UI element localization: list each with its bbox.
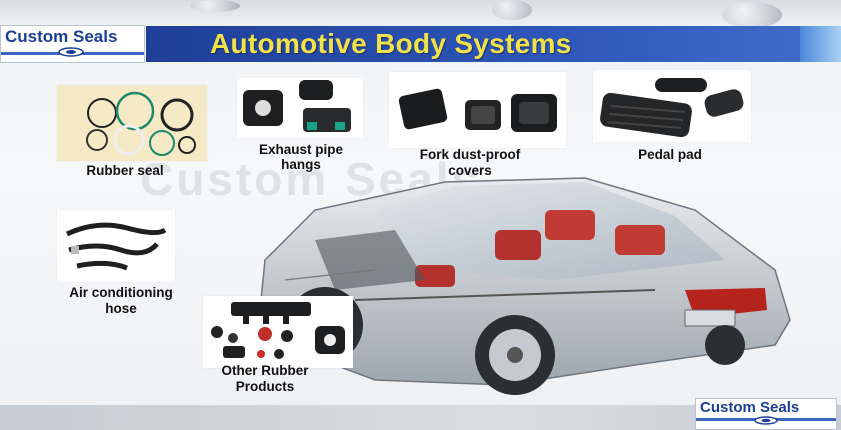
logo-bottom: Custom Seals: [695, 398, 837, 430]
page-title: Automotive Body Systems: [210, 28, 572, 59]
hose-icon: [65, 222, 167, 271]
logo-brand-text-bottom: Custom Seals: [700, 399, 800, 416]
rubber-seal-label: Rubber seal: [86, 163, 164, 178]
title-banner: [146, 26, 811, 62]
pedal-pad-icon: [600, 78, 744, 138]
top-decor-band: [0, 0, 841, 26]
o-ring-icon: [86, 91, 196, 156]
logo-emblem-icon: [58, 47, 84, 57]
rubber-parts-icon: [211, 302, 345, 359]
pedal-pad-label: Pedal pad: [638, 147, 702, 162]
water-drop-decor: [722, 2, 782, 28]
exhaust-pipe-label-line2: hangs: [281, 157, 321, 172]
other-products-label-line2: Products: [235, 379, 295, 394]
car-cutaway-image: [259, 177, 791, 395]
air-conditioning-hose-image: [57, 210, 175, 282]
fork-dust-proof-covers-image: [389, 72, 566, 148]
rubber-seal-image: [57, 85, 207, 161]
ac-hose-label-line2: hose: [105, 301, 137, 316]
ac-hose-label-line1: Air conditioning: [69, 285, 173, 300]
exhaust-hanger-icon: [243, 80, 351, 132]
logo-emblem-icon: [754, 416, 778, 425]
other-rubber-products-image: [203, 296, 353, 368]
logo-brand-text: Custom Seals: [5, 27, 118, 46]
water-drop-decor: [492, 0, 532, 20]
pedal-pad-image: [593, 70, 751, 142]
dust-cover-icon: [398, 88, 557, 132]
title-banner-tail: [800, 26, 841, 62]
logo-top: Custom Seals: [0, 25, 145, 63]
fork-covers-label-line1: Fork dust-proof: [419, 147, 521, 162]
exhaust-pipe-label-line1: Exhaust pipe: [258, 142, 344, 157]
water-drop-decor: [190, 0, 240, 12]
exhaust-pipe-hangs-image: [237, 78, 363, 138]
fork-covers-label-line2: covers: [448, 163, 492, 178]
other-products-label-line1: Other Rubber: [221, 363, 309, 378]
